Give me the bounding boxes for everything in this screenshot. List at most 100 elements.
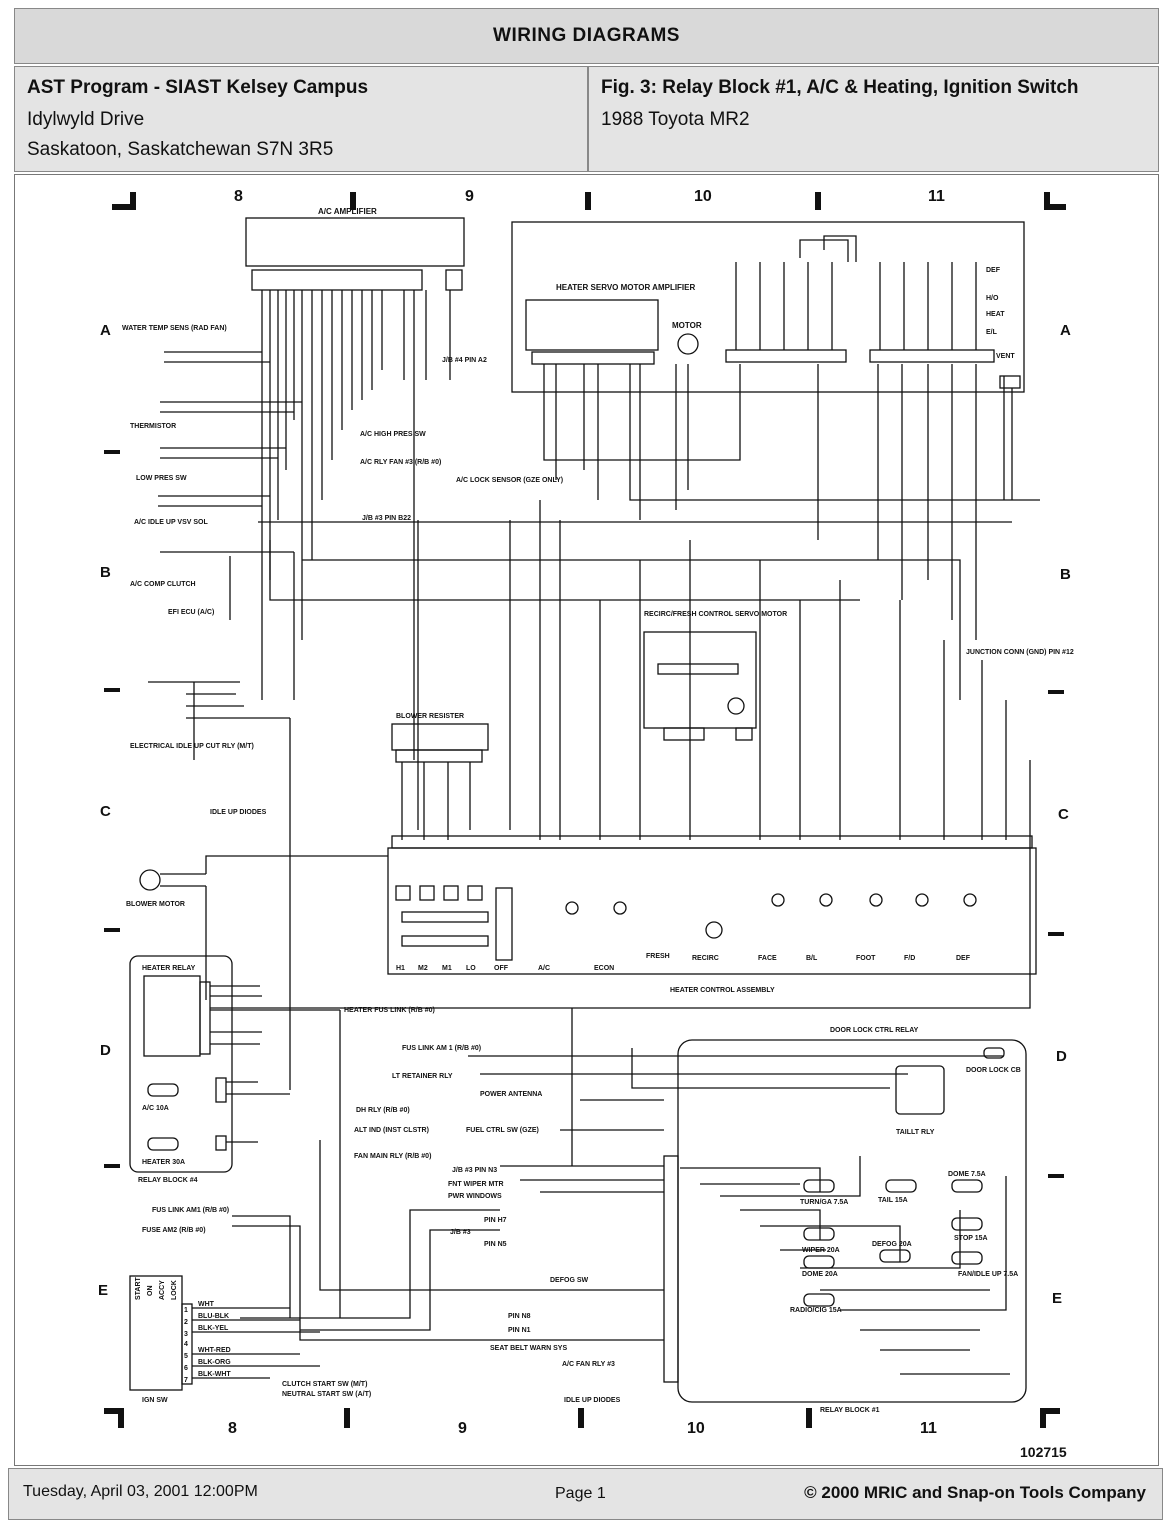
heater-relay-label: HEATER RELAY (142, 965, 196, 972)
ign-col-start: START (135, 1276, 142, 1300)
low-pres-sw-label: LOW PRES SW (136, 475, 187, 482)
relay-block-4-label: RELAY BLOCK #4 (138, 1177, 198, 1184)
heater-servo-amp-label: HEATER SERVO MOTOR AMPLIFIER (556, 283, 695, 292)
page-footer: Tuesday, April 03, 2001 12:00PM Page 1 ©… (8, 1468, 1163, 1520)
fuse-heater-30a-label: HEATER 30A (142, 1159, 185, 1166)
heater-servo-connector (531, 351, 655, 365)
power-antenna-label: POWER ANTENNA (480, 1091, 542, 1098)
motor-label: MOTOR (672, 321, 702, 330)
fnt-wiper-label: FNT WIPER MTR (448, 1181, 504, 1188)
relay-block-4-box (129, 955, 233, 1173)
heater-relay-box (143, 975, 201, 1057)
blower-resister-box (391, 723, 489, 751)
mode-position-bar (869, 349, 995, 363)
tick-mark (104, 688, 120, 692)
off-slider (495, 887, 513, 961)
ctrl-def-label: DEF (956, 955, 971, 962)
ac-amp-connector (251, 269, 423, 291)
tick-mark (1048, 690, 1064, 694)
ac-rly-fan-label: A/C RLY FAN #3 (R/B #0) (360, 459, 441, 466)
footer-page: Page 1 (555, 1485, 606, 1502)
grid-col-11-bottom: 11 (920, 1420, 937, 1437)
ign-wire-blk-yel: BLK-YEL (198, 1325, 229, 1332)
relay-block-1-connector (663, 1155, 679, 1383)
alt-ind-label: ALT IND (INST CLSTR) (354, 1127, 429, 1134)
heater-control-label: HEATER CONTROL ASSEMBLY (670, 987, 775, 994)
diagram-frame (14, 174, 1159, 1466)
efi-ecu-label: EFI ECU (A/C) (168, 609, 214, 616)
org-name: AST Program - SIAST Kelsey Campus (27, 77, 369, 98)
recirc-servo-motor (727, 697, 745, 715)
figure-title: Fig. 3: Relay Block #1, A/C & Heating, I… (601, 77, 1079, 98)
grid-row-c-left: C (100, 803, 111, 820)
ctrl-recirc-label: RECIRC (692, 955, 719, 962)
jb3-pin-n3-label: J/B #3 PIN N3 (452, 1167, 497, 1174)
corner-mark-tr-h (1044, 204, 1066, 210)
grid-row-d-left: D (100, 1042, 111, 1059)
idle-up-diodes-label: IDLE UP DIODES (210, 809, 267, 816)
footer-copyright: © 2000 MRIC and Snap-on Tools Company (804, 1483, 1146, 1502)
ctrl-fresh-label: FRESH (646, 953, 670, 960)
fuse-wiper-label: WIPER 20A (802, 1247, 840, 1254)
idle-up-diodes2-label: IDLE UP DIODES (564, 1397, 621, 1404)
relay-block-1-label: RELAY BLOCK #1 (820, 1407, 880, 1414)
door-lock-cb (983, 1047, 1005, 1059)
grid-col-9-top: 9 (465, 188, 474, 205)
vehicle-name: 1988 Toyota MR2 (601, 109, 750, 130)
corner-mark-br (1040, 1408, 1046, 1428)
fuse-dome2-label: DOME 20A (802, 1271, 838, 1278)
jb3-pin-b22-label: J/B #3 PIN B22 (362, 515, 411, 522)
ctrl-foot-label: FOOT (856, 955, 876, 962)
pwr-windows-label: PWR WINDOWS (448, 1193, 502, 1200)
ign-col-lock: LOCK (171, 1280, 178, 1300)
ctrl-m2-label: M2 (418, 965, 428, 972)
relay-block-1-box (677, 1039, 1027, 1403)
grid-col-9-bottom: 9 (458, 1420, 467, 1437)
blower-resister-connector (395, 749, 483, 763)
figure-id: 102715 (1020, 1444, 1067, 1460)
neutral-start-label: NEUTRAL START SW (A/T) (282, 1391, 371, 1398)
mode-def-label: DEF (986, 267, 1001, 274)
ctrl-econ-label: ECON (594, 965, 614, 972)
org-street: Idylwyld Drive (27, 109, 145, 130)
ac-idle-up-label: A/C IDLE UP VSV SOL (134, 519, 208, 526)
grid-row-d-right: D (1056, 1048, 1067, 1065)
tick-mark (806, 1408, 812, 1428)
door-lock-cb-label: DOOR LOCK CB (966, 1067, 1021, 1074)
ctrl-off-label: OFF (494, 965, 509, 972)
ac-high-pres-label: A/C HIGH PRES SW (360, 431, 426, 438)
footer-date: Tuesday, April 03, 2001 12:00PM (23, 1483, 258, 1500)
ctrl-m1-label: M1 (442, 965, 452, 972)
tick-mark (104, 450, 120, 454)
tick-mark (104, 1164, 120, 1168)
tick-mark (344, 1408, 350, 1428)
taillt-relay-box (895, 1065, 945, 1115)
grid-col-8-top: 8 (234, 188, 243, 205)
pin-h7-label: PIN H7 (484, 1217, 507, 1224)
ac-amplifier-label: A/C AMPLIFIER (318, 207, 377, 216)
fuse-defog-label: DEFOG 20A (872, 1241, 912, 1248)
ign-pin-2: 2 (184, 1319, 188, 1326)
grid-col-11-top: 11 (928, 188, 945, 205)
pin-n5-label: PIN N5 (484, 1241, 507, 1248)
org-info-panel: AST Program - SIAST Kelsey Campus Idylwy… (14, 66, 588, 172)
ign-pin-4: 4 (184, 1341, 188, 1348)
grid-row-b-right: B (1060, 566, 1071, 583)
defog-sw-label: DEFOG SW (550, 1277, 589, 1284)
ign-wire-wht: WHT (198, 1301, 215, 1308)
grid-row-b-left: B (100, 564, 111, 581)
fuse-tail-label: TAIL 15A (878, 1197, 908, 1204)
ctrl-lo-label: LO (466, 965, 476, 972)
blower-motor-label: BLOWER MOTOR (126, 901, 185, 908)
ign-pin-3: 3 (184, 1331, 188, 1338)
ac-amplifier-box (245, 217, 465, 267)
grid-row-a-right: A (1060, 322, 1071, 339)
ign-wire-blu-blk: BLU-BLK (198, 1313, 229, 1320)
jb3-label: J/B #3 (450, 1229, 471, 1236)
fuel-ctrl-label: FUEL CTRL SW (GZE) (466, 1127, 539, 1134)
tick-mark (1048, 1174, 1064, 1178)
fuse-ac-10a-label: A/C 10A (142, 1105, 169, 1112)
mode-el-label: E/L (986, 329, 998, 336)
taillt-rly-label: TAILLT RLY (896, 1129, 935, 1136)
fuse-am2-label: FUSE AM2 (R/B #0) (142, 1227, 206, 1234)
